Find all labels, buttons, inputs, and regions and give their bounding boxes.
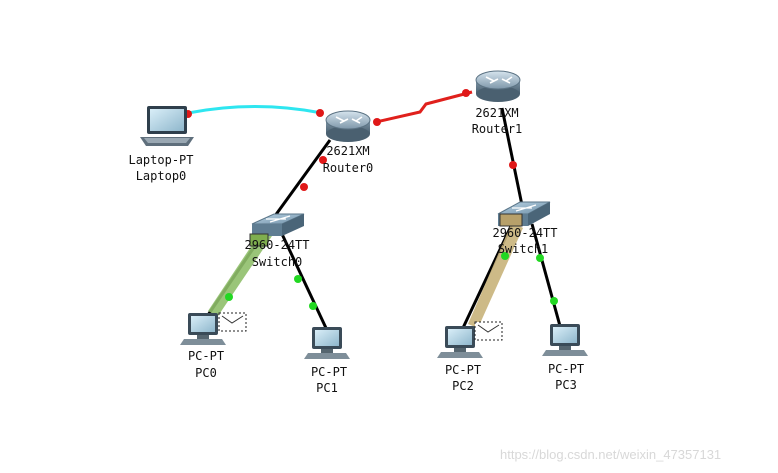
link-router0-switch0[interactable] bbox=[270, 139, 332, 221]
pc1-model-label: PC-PT bbox=[311, 365, 347, 379]
port-dot-pc3 bbox=[550, 297, 558, 305]
laptop-icon bbox=[140, 106, 194, 146]
envelope-icon bbox=[474, 321, 503, 341]
switch1-model-label: 2960-24TT bbox=[492, 226, 557, 240]
pc1-device[interactable]: PC-PT PC1 bbox=[304, 327, 350, 395]
pc-icon bbox=[437, 326, 483, 358]
port-dot-router0-eth bbox=[319, 156, 327, 164]
pc3-name-label: PC3 bbox=[555, 378, 577, 392]
envelope-icon bbox=[249, 233, 269, 247]
port-dot-switch0-pc1 bbox=[294, 275, 302, 283]
port-dot-router0-console bbox=[316, 109, 324, 117]
switch1-device[interactable]: 2960-24TT Switch1 bbox=[492, 201, 558, 256]
router0-name-label: Router0 bbox=[323, 161, 374, 175]
pc2-name-label: PC2 bbox=[452, 379, 474, 393]
pc0-model-label: PC-PT bbox=[188, 349, 224, 363]
router0-device[interactable]: 2621XM Router0 bbox=[323, 110, 374, 175]
port-dot-router0-serial bbox=[373, 118, 381, 126]
packet-trail-switch0-pc0 bbox=[208, 230, 272, 316]
pc-icon bbox=[304, 327, 350, 359]
router-icon bbox=[475, 70, 521, 102]
pc0-device[interactable]: PC-PT PC0 bbox=[180, 312, 247, 380]
router1-device[interactable]: 2621XM Router1 bbox=[472, 70, 523, 136]
serial-link-router0-router1[interactable] bbox=[375, 90, 473, 124]
port-dot-switch0-pc0 bbox=[225, 293, 233, 301]
router-icon bbox=[325, 110, 371, 142]
switch0-device[interactable]: 2960-24TT Switch0 bbox=[244, 213, 310, 269]
pc1-name-label: PC1 bbox=[316, 381, 338, 395]
console-link-laptop0-router0[interactable] bbox=[187, 105, 323, 115]
router0-model-label: 2621XM bbox=[326, 144, 369, 158]
switch-icon bbox=[251, 213, 305, 236]
laptop-device[interactable]: Laptop-PT Laptop0 bbox=[128, 106, 194, 183]
pc2-model-label: PC-PT bbox=[445, 363, 481, 377]
watermark-text: https://blog.csdn.net/weixin_47357131 bbox=[500, 447, 721, 462]
envelope-icon bbox=[218, 312, 247, 332]
laptop-name-label: Laptop0 bbox=[136, 169, 187, 183]
port-dot-pc1 bbox=[309, 302, 317, 310]
pc-icon bbox=[542, 324, 588, 356]
router1-model-label: 2621XM bbox=[475, 106, 518, 120]
switch0-model-label: 2960-24TT bbox=[244, 238, 309, 252]
pc2-device[interactable]: PC-PT PC2 bbox=[437, 321, 503, 393]
switch1-name-label: Switch1 bbox=[498, 242, 549, 256]
port-dot-switch1-pc3 bbox=[536, 254, 544, 262]
switch0-name-label: Switch0 bbox=[252, 255, 303, 269]
link-router1-switch1[interactable] bbox=[500, 107, 525, 211]
pc3-model-label: PC-PT bbox=[548, 362, 584, 376]
packet-trail-switch1-pc2 bbox=[468, 222, 523, 328]
pc-icon bbox=[180, 313, 226, 345]
pc0-name-label: PC0 bbox=[195, 366, 217, 380]
envelope-icon bbox=[499, 213, 523, 227]
link-switch1-pc3[interactable] bbox=[530, 223, 562, 327]
port-dot-switch0-uplink bbox=[300, 183, 308, 191]
laptop-model-label: Laptop-PT bbox=[128, 153, 193, 167]
packet-trails bbox=[208, 222, 523, 328]
router1-name-label: Router1 bbox=[472, 122, 523, 136]
pc3-device[interactable]: PC-PT PC3 bbox=[542, 324, 588, 392]
port-dot-router1-serial bbox=[462, 89, 470, 97]
port-dot-router1-eth bbox=[509, 161, 517, 169]
link-switch0-pc1[interactable] bbox=[280, 233, 328, 329]
port-dot-switch1-pc2 bbox=[501, 252, 509, 260]
